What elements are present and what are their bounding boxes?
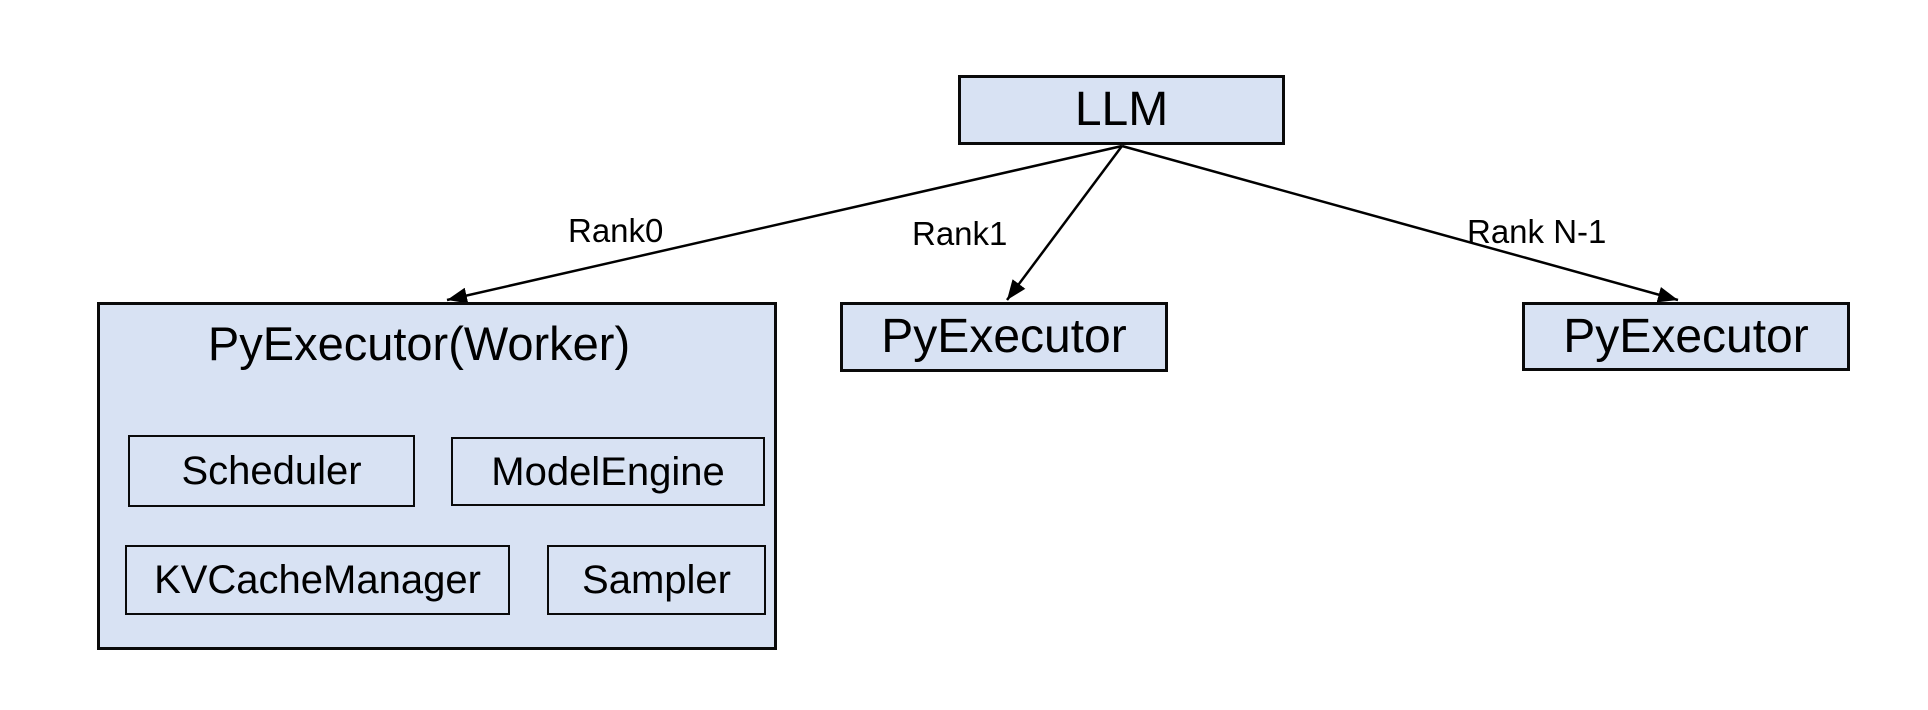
subnode-modelengine-label: ModelEngine <box>491 449 725 494</box>
subnode-sampler-label: Sampler <box>582 558 731 602</box>
subnode-scheduler: Scheduler <box>128 435 415 507</box>
node-pyexecutor-worker: PyExecutor(Worker) Scheduler ModelEngine… <box>97 302 777 650</box>
subnode-kvcachemanager: KVCacheManager <box>125 545 510 615</box>
node-llm-label: LLM <box>1074 83 1169 136</box>
edge-rank1-line <box>1005 145 1124 301</box>
node-pyexecutor-rank1: PyExecutor <box>840 302 1168 372</box>
node-pyexecutor-rank-n-1: PyExecutor <box>1522 302 1850 371</box>
subnode-kvcachemanager-label: KVCacheManager <box>154 558 481 602</box>
edge-rank-n-1-line <box>1121 144 1679 303</box>
node-pyexecutor-worker-title: PyExecutor(Worker) <box>207 317 631 370</box>
node-llm: LLM <box>958 75 1285 145</box>
subnode-scheduler-label: Scheduler <box>181 449 362 493</box>
edge-label-rank-n-1: Rank N-1 <box>1467 213 1607 250</box>
node-pyexecutor-rank-n-1-label: PyExecutor <box>1563 309 1809 363</box>
edge-label-rank0: Rank0 <box>568 212 664 249</box>
edge-rank0-line <box>446 144 1123 304</box>
edge-label-rank1: Rank1 <box>912 215 1008 252</box>
subnode-sampler: Sampler <box>547 545 766 615</box>
node-pyexecutor-rank1-label: PyExecutor <box>881 310 1127 363</box>
subnode-modelengine: ModelEngine <box>451 437 765 506</box>
